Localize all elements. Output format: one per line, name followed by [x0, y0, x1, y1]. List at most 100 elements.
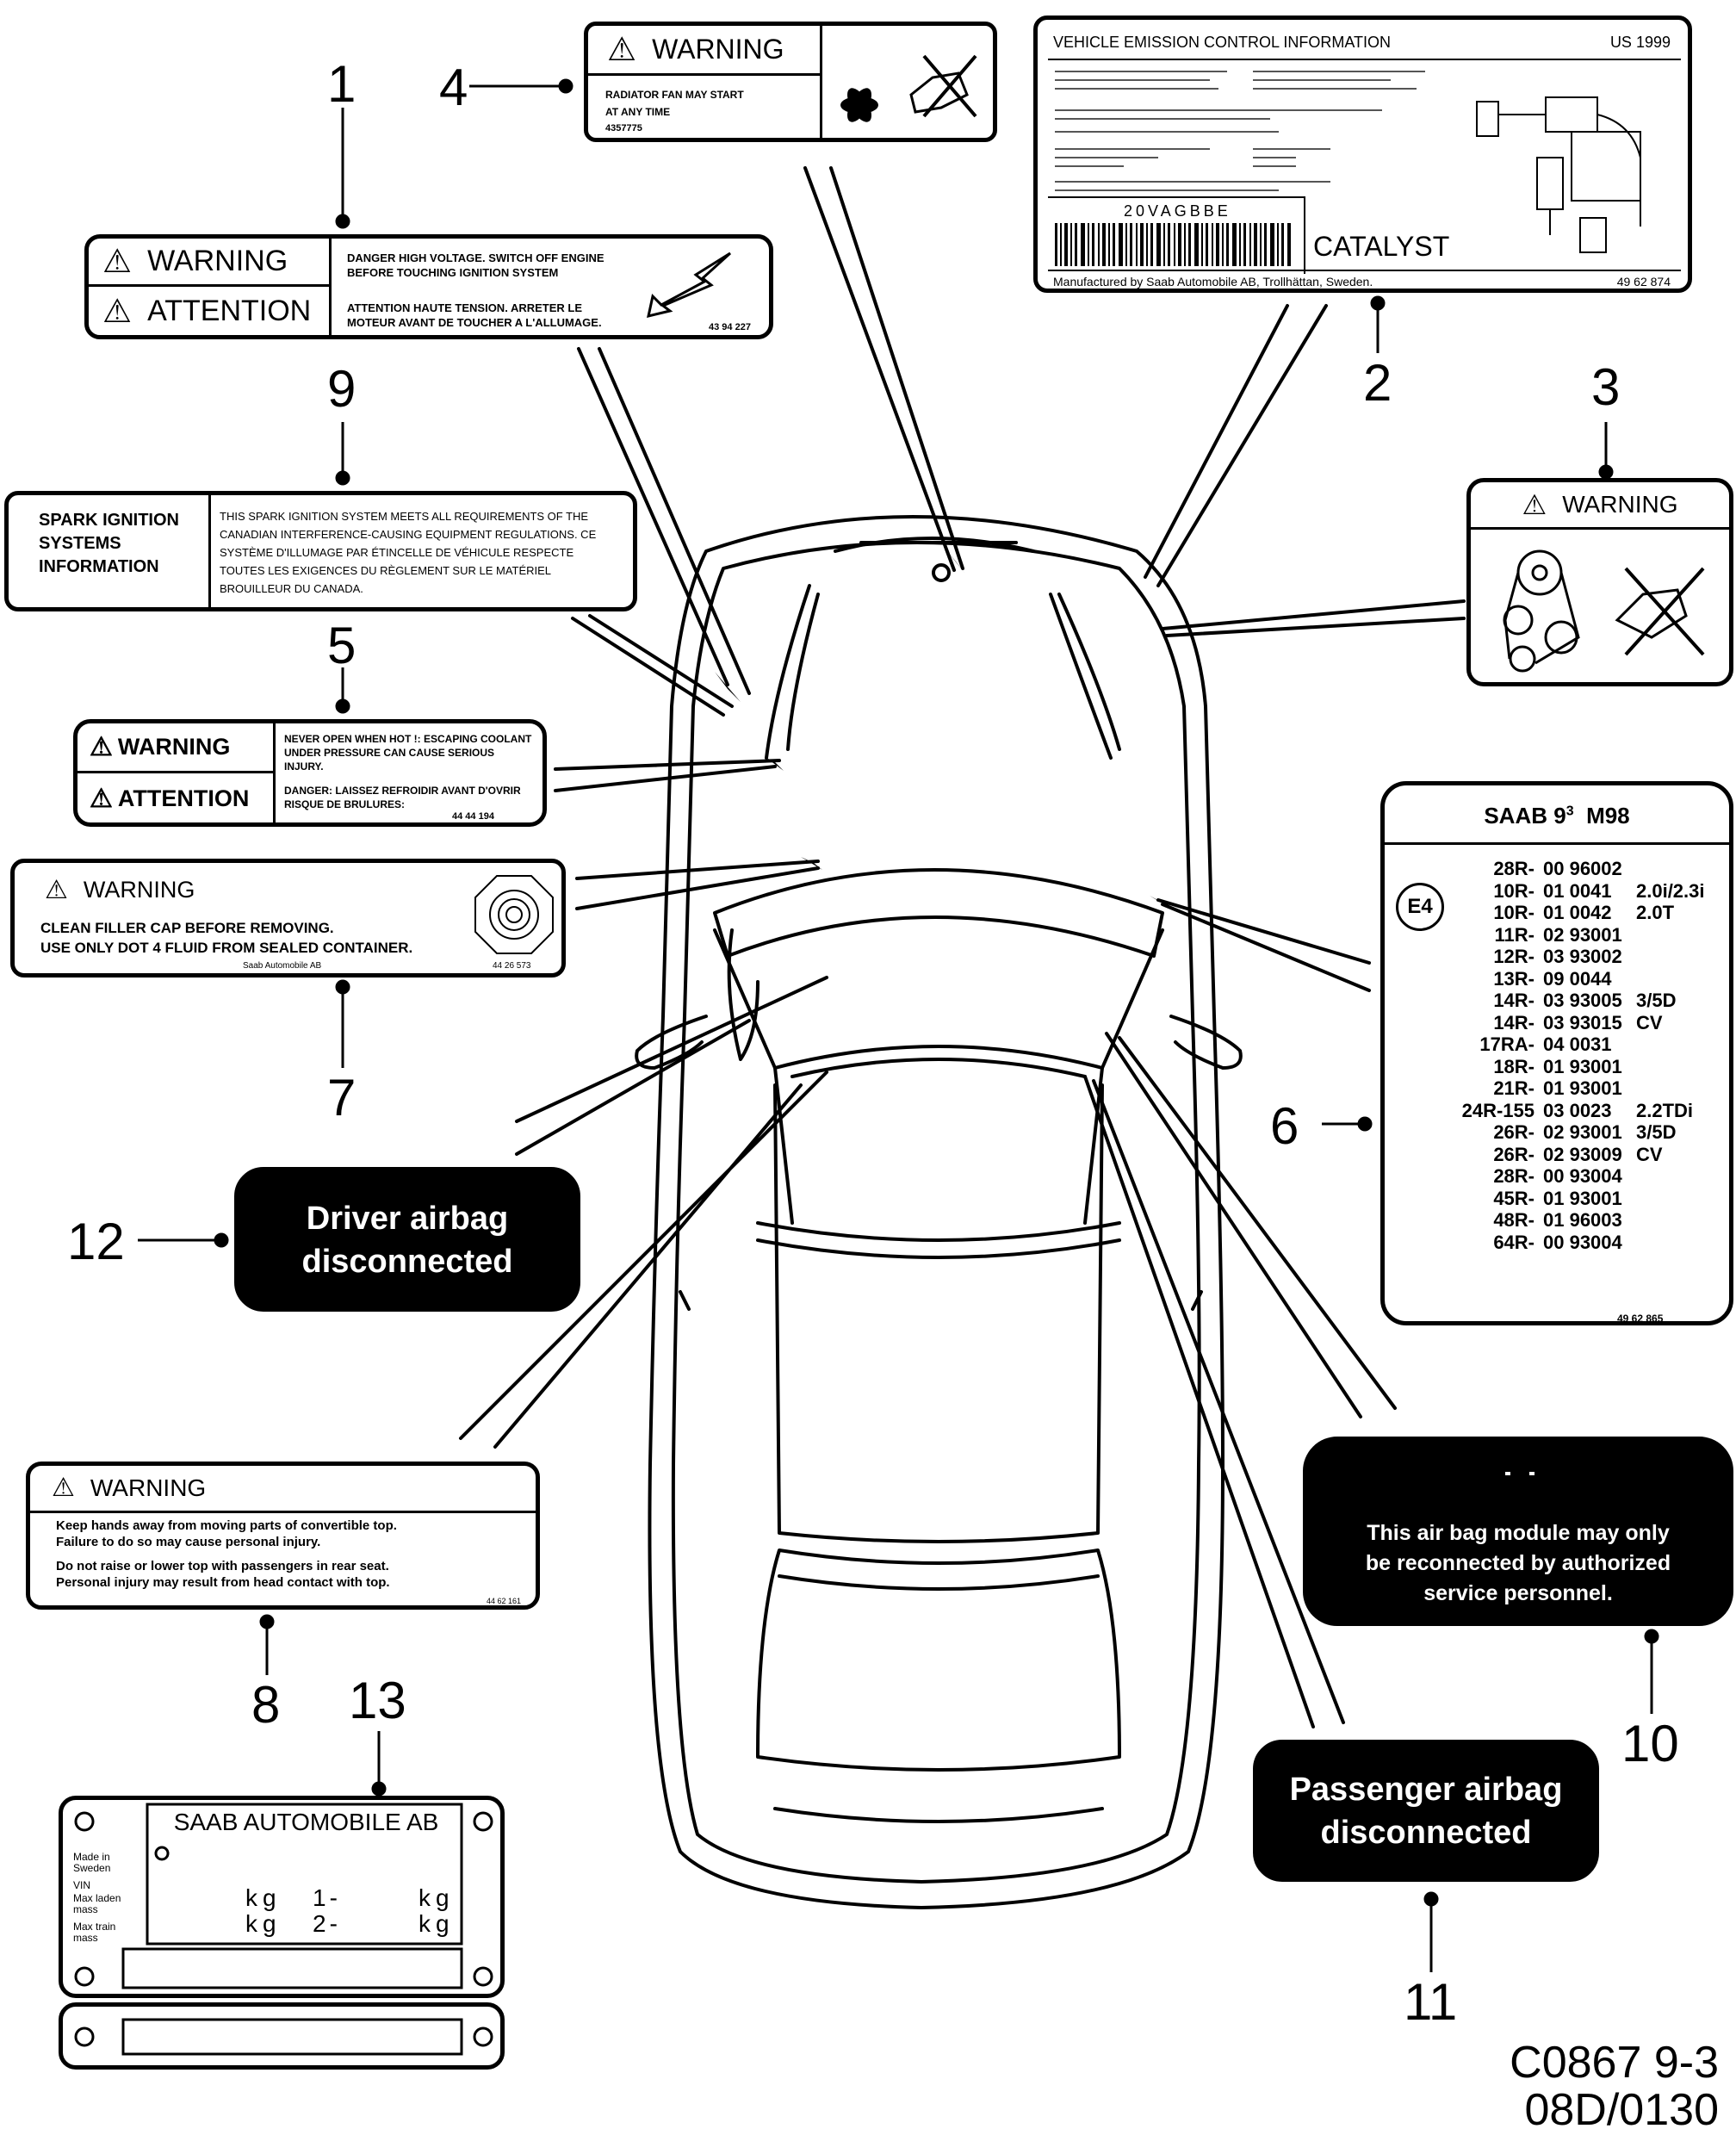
barcode-icon — [1055, 223, 1291, 266]
callout-number-13: 13 — [349, 1672, 406, 1729]
callout-number-7: 7 — [327, 1069, 356, 1126]
approval-number: 04 0031 — [1543, 1033, 1612, 1055]
label-8-line-2: Failure to do so may cause personal inju… — [56, 1535, 321, 1549]
airbag-symbol-icon — [1505, 1467, 1540, 1475]
approval-number: 03 93015 — [1543, 1011, 1622, 1033]
warning-triangle-icon: ⚠ — [102, 293, 133, 330]
label-1-attention-text: ATTENTION — [147, 294, 312, 327]
callout-number-2: 2 — [1363, 354, 1392, 412]
approval-code: 14R- — [1493, 1011, 1534, 1033]
approval-note: CV — [1636, 1011, 1663, 1033]
drawing-reference: C0867 9-3 08D/0130 — [1510, 2039, 1719, 2134]
label-11-line-2: disconnected — [1320, 1815, 1532, 1851]
approval-code: 17RA- — [1479, 1033, 1534, 1055]
approval-number: 03 93005 — [1543, 990, 1622, 1011]
warning-triangle-icon: ⚠ — [52, 1474, 75, 1502]
approval-code-row: 18R-01 93001 — [1436, 1056, 1729, 1078]
label-8-warning-text: WARNING — [90, 1474, 207, 1501]
label-13-kg-3: kg — [245, 1910, 282, 1937]
label-7-brake-fluid-warning: ⚠WARNING CLEAN FILLER CAP BEFORE REMOVIN… — [10, 859, 566, 978]
approval-code: 24R-155 — [1461, 1099, 1534, 1121]
label-2-catalyst: CATALYST — [1313, 231, 1450, 262]
label-1-warning-text: WARNING — [147, 245, 288, 277]
warning-triangle-icon: ⚠ — [102, 244, 133, 280]
approval-number: 09 0044 — [1543, 967, 1612, 990]
lightning-bolt-icon — [647, 251, 732, 318]
label-9-right-text: THIS SPARK IGNITION SYSTEM MEETS ALL REQ… — [220, 510, 597, 595]
emission-system-schematic-icon — [1476, 96, 1641, 253]
approval-code-row: 26R- 02 93009 CV — [1436, 1144, 1729, 1166]
label-13-vin-plate: SAAB AUTOMOBILE AB Made in Sweden VIN Ma… — [59, 1796, 505, 1998]
approval-code: 28R- — [1493, 858, 1534, 879]
label-10-line-1: This air bag module may only — [1367, 1521, 1670, 1545]
approval-code-row: 14R- 03 93015 CV — [1436, 1012, 1729, 1034]
approval-code: 10R- — [1493, 879, 1534, 902]
approval-code: 13R- — [1493, 967, 1534, 990]
approval-code: 48R- — [1493, 1209, 1534, 1231]
label-7-warning-text: WARNING — [83, 877, 195, 903]
label-10-line-2: be reconnected by authorized — [1365, 1551, 1671, 1575]
approval-number: 01 93001 — [1543, 1077, 1622, 1099]
label-2-title: VEHICLE EMISSION CONTROL INFORMATION — [1053, 34, 1392, 51]
approval-code-row: 13R- 09 0044 — [1436, 968, 1729, 990]
approval-code: 18R- — [1493, 1055, 1534, 1077]
roof-outline — [773, 1083, 1104, 1543]
label-11-line-1: Passenger airbag — [1289, 1772, 1563, 1808]
approval-number: 01 96003 — [1543, 1209, 1622, 1231]
label-12-driver-airbag-disconnected: Driver airbag disconnected — [234, 1167, 580, 1312]
label-5-part-number: 44 44 194 — [452, 811, 494, 822]
leader-line-9 — [571, 614, 734, 717]
label-2-barcode-text: 20VAGBBE — [1124, 202, 1231, 220]
callout-number-3: 3 — [1591, 358, 1621, 416]
approval-code: 11R- — [1494, 923, 1534, 946]
label-4-radiator-fan-warning: ⚠WARNING RADIATOR FAN MAY START AT ANY T… — [584, 22, 997, 142]
label-13-kg-4: kg — [418, 1910, 455, 1937]
approval-code: 26R- — [1493, 1143, 1534, 1165]
approval-number: 02 93009 — [1543, 1143, 1622, 1165]
label-8-line-1: Keep hands away from moving parts of con… — [56, 1518, 397, 1533]
approval-code-row: 11R-02 93001 — [1436, 924, 1729, 946]
label-2-emission-control-information: VEHICLE EMISSION CONTROL INFORMATION US … — [1033, 16, 1692, 293]
approval-number: 01 93001 — [1543, 1187, 1622, 1209]
e-mark-approval-icon: E4 — [1396, 883, 1444, 931]
fan-and-hand-prohibited-icon — [840, 54, 977, 122]
leader-line-1 — [577, 347, 751, 695]
approval-number: 00 93004 — [1543, 1231, 1622, 1253]
label-6-title-text: SAAB 9 — [1484, 803, 1566, 829]
label-5-attention-text: ATTENTION — [117, 785, 250, 811]
label-5-text-2: DANGER: LAISSEZ REFROIDIR AVANT D'OVRIR … — [284, 785, 521, 810]
label-13-axle-2: 2- — [313, 1910, 341, 1937]
label-5-text-1: NEVER OPEN WHEN HOT !: ESCAPING COOLANT … — [284, 733, 532, 773]
label-6-title: SAAB 93 M98 — [1385, 803, 1729, 829]
approval-number: 02 93001 — [1543, 1121, 1622, 1143]
label-8-line-3: Do not raise or lower top with passenger… — [56, 1559, 389, 1573]
callout-number-12: 12 — [67, 1213, 125, 1270]
warning-triangle-icon: ⚠ — [607, 32, 637, 68]
label-12-line-2: disconnected — [301, 1244, 513, 1280]
label-3-warning-text: WARNING — [1562, 491, 1678, 518]
label-1-danger-text: DANGER HIGH VOLTAGE. SWITCH OFF ENGINE B… — [347, 251, 604, 279]
callout-number-1: 1 — [327, 55, 356, 113]
approval-code-row: 17RA- 04 0031 — [1436, 1033, 1729, 1056]
label-1-attention-french-text: ATTENTION HAUTE TENSION. ARRETER LE MOTE… — [347, 301, 602, 329]
label-2-part-number: 49 62 874 — [1616, 275, 1671, 289]
label-4-line-2: AT ANY TIME — [605, 106, 671, 118]
approval-note: CV — [1636, 1143, 1663, 1165]
approval-code-row: 28R-00 96002 — [1436, 858, 1729, 880]
right-mirror — [1169, 1015, 1243, 1070]
leader-line-11 — [1083, 1075, 1345, 1728]
label-13-axle-1: 1- — [313, 1884, 341, 1911]
leader-line-6 — [1156, 898, 1371, 992]
warning-triangle-icon: ⚠ — [1522, 489, 1547, 520]
label-12-line-1: Driver airbag — [306, 1201, 509, 1237]
leader-line-2 — [1144, 304, 1328, 587]
label-13-max-laden: Max laden mass — [73, 1892, 121, 1915]
warning-triangle-icon: ⚠ — [90, 784, 113, 813]
label-1-part-number: 43 94 227 — [709, 322, 751, 332]
